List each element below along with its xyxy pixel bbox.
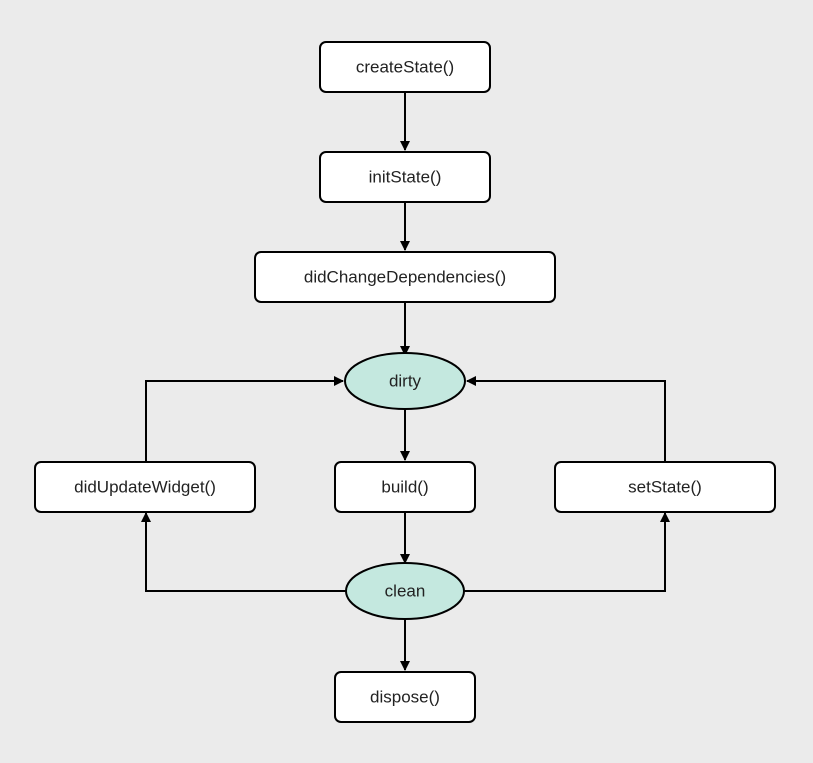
- node-dirty-label: dirty: [389, 372, 422, 391]
- node-clean: clean: [345, 562, 465, 620]
- node-setstate-label: setState(): [628, 478, 702, 497]
- node-didupdatewidget: didUpdateWidget(): [34, 461, 256, 513]
- node-didchangedependencies: didChangeDependencies(): [254, 251, 556, 303]
- node-setstate: setState(): [554, 461, 776, 513]
- edge-setstate-to-dirty: [466, 376, 666, 461]
- node-build: build(): [334, 461, 476, 513]
- node-dirty: dirty: [344, 352, 466, 410]
- node-initstate-label: initState(): [369, 168, 442, 187]
- node-build-label: build(): [381, 478, 428, 497]
- node-didchangedependencies-label: didChangeDependencies(): [304, 268, 506, 287]
- node-didupdatewidget-label: didUpdateWidget(): [74, 478, 216, 497]
- edge-clean-to-setstate: [464, 512, 670, 592]
- node-initstate: initState(): [319, 151, 491, 203]
- node-clean-label: clean: [385, 582, 426, 601]
- node-dispose: dispose(): [334, 671, 476, 723]
- node-createstate: createState(): [319, 41, 491, 93]
- edge-clean-to-didupdatewidget: [141, 512, 346, 592]
- node-dispose-label: dispose(): [370, 688, 440, 707]
- edge-didupdatewidget-to-dirty: [145, 376, 344, 461]
- node-createstate-label: createState(): [356, 58, 454, 77]
- edges: [141, 92, 670, 671]
